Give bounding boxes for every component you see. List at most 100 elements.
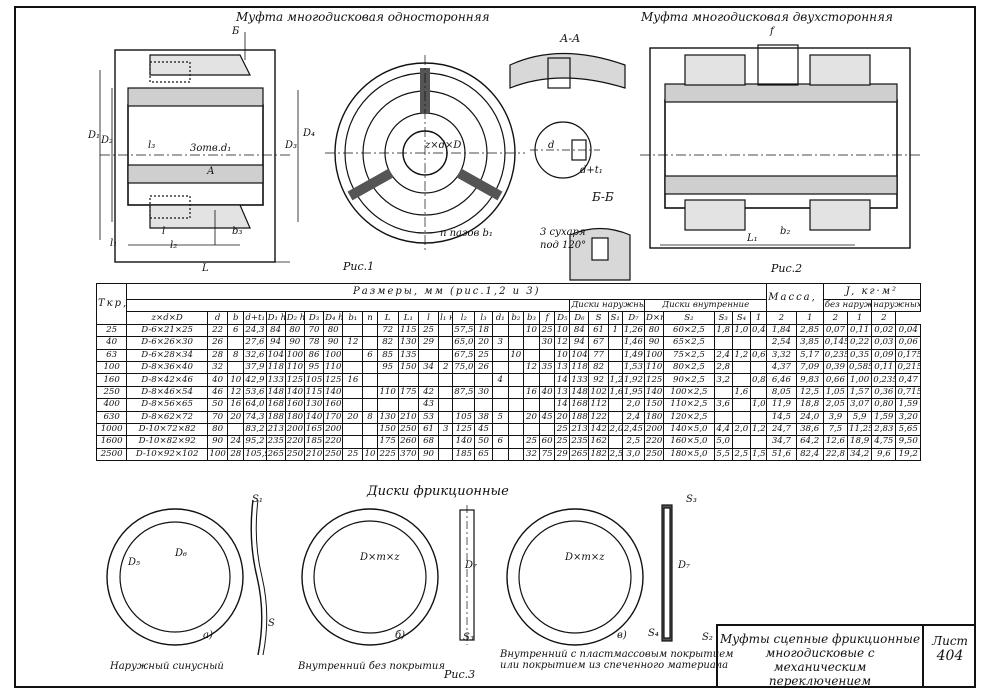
table-cell: 0,235 — [871, 373, 897, 387]
column-header: 1 — [795, 311, 824, 325]
table-cell: 28 — [207, 348, 229, 362]
table-cell: 220 — [323, 435, 344, 449]
table-cell: 2,0 — [731, 422, 751, 437]
table-cell: 630 — [95, 410, 128, 424]
disc-a-sub-label: а) — [203, 630, 213, 641]
table-cell: 34 — [417, 360, 440, 375]
column-header: D×m — [643, 311, 665, 325]
column-header: b₂ — [507, 311, 524, 325]
table-cell: 2,4 — [713, 348, 733, 362]
table-cell — [491, 348, 509, 362]
disc-a-view — [106, 499, 268, 656]
column-header: z×d×D — [126, 311, 209, 325]
table-cell — [507, 373, 524, 387]
disc-a-caption: Наружный синусный — [110, 661, 224, 672]
table-cell: 80 — [323, 323, 344, 338]
table-cell: 2500 — [95, 447, 128, 462]
table-cell — [438, 348, 454, 362]
table-cell: 140×5,0 — [663, 422, 715, 437]
col-head-inertia-sub2: наружных дисков — [871, 298, 921, 313]
table-cell: 220 — [284, 435, 305, 449]
table-cell: 77 — [588, 348, 609, 362]
table-cell: 63 — [95, 348, 128, 362]
table-cell — [342, 398, 364, 412]
table-cell: 92 — [588, 373, 609, 387]
table-cell: 213 — [265, 422, 286, 437]
dim-D4: D₄ — [303, 128, 316, 139]
fig3-label: Рис.3 — [444, 668, 476, 681]
column-header: f — [539, 311, 556, 325]
sukhar-detail-view — [569, 227, 631, 281]
table-cell — [731, 398, 751, 412]
table-cell: 1,57 — [847, 385, 873, 400]
col-head-inertia-sub1: без наруж ных дисков — [822, 298, 873, 313]
table-cell — [362, 435, 378, 449]
table-cell: 112 — [588, 398, 609, 412]
table-cell — [731, 435, 751, 449]
table-cell — [749, 435, 768, 449]
table-cell: 210 — [303, 447, 325, 462]
table-cell: 4,75 — [871, 435, 897, 449]
table-cell: 210 — [397, 410, 419, 424]
table-cell: 115 — [397, 323, 419, 338]
table-cell: 12,5 — [795, 385, 824, 400]
table-cell: 125 — [284, 373, 305, 387]
table-cell: 24 — [227, 435, 245, 449]
table-cell: 72 — [376, 323, 399, 338]
column-header: l₁ наим — [438, 311, 454, 325]
table-cell — [507, 398, 524, 412]
table-cell: D-10×72×82 — [126, 422, 209, 437]
table-cell: 2,85 — [795, 323, 824, 338]
table-cell: 182 — [588, 447, 609, 462]
table-cell: 90 — [417, 447, 440, 462]
table-cell — [507, 385, 524, 400]
table-cell: 102 — [588, 385, 609, 400]
table-cell: 87,5 — [452, 385, 476, 400]
table-cell: 40 — [207, 373, 229, 387]
table-cell: 45 — [539, 410, 556, 424]
table-cell: 104 — [265, 348, 286, 362]
table-cell: 64,2 — [795, 435, 824, 449]
table-cell — [376, 373, 399, 387]
table-cell — [362, 323, 378, 338]
spec-table: Tкр, Н·м Размеры, мм (рис.1,2 и 3) Масса… — [95, 282, 922, 462]
dim-S1: S₁ — [252, 494, 263, 505]
table-cell: 6 — [227, 323, 245, 338]
table-cell: 24,7 — [766, 422, 797, 437]
table-cell: 0,715 — [895, 385, 921, 400]
table-cell: 0,36 — [871, 385, 897, 400]
table-cell: 1,2 — [607, 373, 623, 387]
table-cell: 150 — [643, 398, 665, 412]
table-cell: 130 — [303, 398, 325, 412]
table-cell: 5,0 — [713, 435, 733, 449]
table-cell: 25 — [554, 422, 571, 437]
table-cell — [731, 336, 751, 350]
table-cell: 80 — [284, 323, 305, 338]
column-header: D₅ — [554, 311, 571, 325]
table-cell: 2,5 — [731, 447, 751, 462]
table-cell: 8 — [362, 410, 378, 424]
table-cell: 1,5 — [749, 447, 768, 462]
table-cell: 65,0 — [452, 336, 476, 350]
table-cell — [452, 373, 476, 387]
table-cell — [522, 398, 541, 412]
table-cell: 130 — [376, 410, 399, 424]
table-cell — [607, 360, 623, 375]
table-cell: 0,585 — [847, 360, 873, 375]
dim-S4: S₄ — [648, 628, 659, 639]
table-cell: 2,0 — [607, 422, 623, 437]
table-cell — [438, 323, 454, 338]
dim-D1: D₁ — [88, 130, 101, 141]
table-cell — [507, 410, 524, 424]
table-cell: 8,05 — [766, 385, 797, 400]
table-cell: 53,6 — [243, 385, 267, 400]
table-cell: 100 — [323, 348, 344, 362]
table-cell — [713, 385, 733, 400]
table-cell — [539, 373, 556, 387]
table-cell: 32 — [522, 447, 541, 462]
table-cell: 18,8 — [795, 398, 824, 412]
table-cell: 25 — [554, 435, 571, 449]
table-cell: 185 — [452, 447, 476, 462]
